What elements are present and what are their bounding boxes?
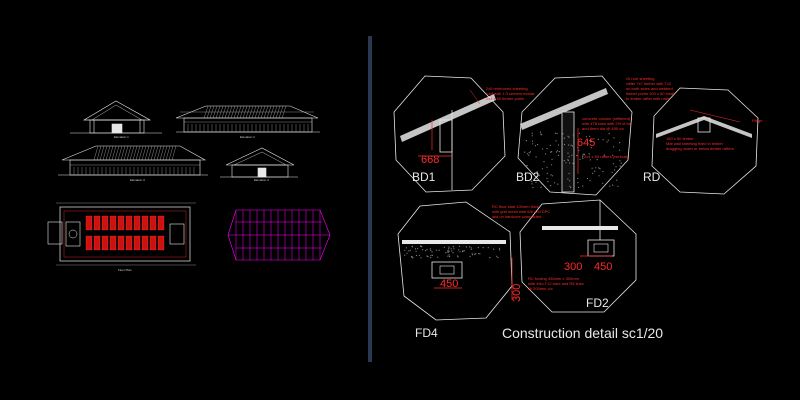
detail-fd2	[542, 200, 618, 257]
construction-detail-title: Construction detail sc1/20	[502, 325, 663, 341]
detail-rd	[656, 109, 752, 138]
detail-bd1	[400, 89, 496, 190]
detail-bd2	[520, 88, 622, 193]
seat-block	[109, 235, 117, 251]
floor-plan-caption: Floor Plan	[118, 268, 132, 272]
fd2-note-1: RC floor slab 100mm thick	[492, 204, 539, 209]
bd1-note-2: roof with 1:3 cement mortar	[486, 91, 535, 96]
roof-framing-plan	[227, 209, 331, 261]
rd-note-ridge: Ridge	[752, 118, 763, 123]
rd-note-9: dragging under or below timber rafters	[666, 146, 734, 151]
elevation-4-caption: Elevation 4	[254, 178, 269, 182]
elevation-3	[58, 145, 208, 176]
fd2-note-4: RC footing 450mm x 300mm	[528, 276, 580, 281]
seat-block	[149, 215, 157, 231]
bd1-dim-668: 668	[421, 154, 439, 166]
bd2-note-4: 2x4 x 50 rafters (vertical)	[584, 154, 629, 159]
detail-bd2-frame	[517, 75, 633, 196]
seat-block	[125, 215, 133, 231]
elevation-2-caption: Elevation 2	[240, 135, 255, 139]
elevation-2-hatch	[187, 105, 309, 132]
bd2-dim-645: 645	[577, 137, 595, 149]
fd2-label: FD2	[586, 296, 609, 310]
seat-block	[125, 235, 133, 251]
seat-block	[93, 215, 101, 231]
seat-block	[101, 235, 109, 251]
bd2-note-3: and 8mm dia @ 450 c/c	[582, 126, 624, 131]
rd-note-3: on both sides and webbed	[626, 86, 673, 91]
fd2-note-2: with grid mesh wire 6/6 and DPC	[492, 209, 550, 214]
seat-block	[101, 215, 109, 231]
elevation-3-caption: Elevation 3	[130, 178, 145, 182]
elevation-1	[70, 100, 162, 134]
fd2-note-6: @ 200mm c/c	[528, 286, 553, 291]
elevation-1-caption: Elevation 1	[114, 135, 129, 139]
seat-block	[85, 215, 93, 231]
fd2-note-5: with 4No.T12 bars and R8 links	[528, 281, 584, 286]
rd-label: RD	[643, 170, 661, 184]
rd-note-1: GI roof sheeting	[626, 76, 654, 81]
bd1-note-1: 2x5 reinforced sheeting	[486, 86, 528, 91]
fd2-dim-300: 300	[564, 261, 582, 273]
seat-block	[149, 235, 157, 251]
fd4-dim-300: 300	[511, 284, 523, 302]
panel-divider	[368, 36, 372, 362]
seat-rows	[85, 215, 165, 251]
seat-block	[157, 215, 165, 231]
rd-note-5: to timber rafter with nails	[626, 96, 670, 101]
seat-block	[133, 235, 141, 251]
detail-fd4	[402, 240, 513, 300]
seat-block	[93, 235, 101, 251]
seat-block	[117, 215, 125, 231]
bd2-note-2: with 4T8 bars with 2% vt bar	[582, 121, 633, 126]
detail-rd-frame	[651, 87, 759, 195]
fd2-note-3: laid on hardcore compacted	[492, 214, 541, 219]
floor-plan	[47, 202, 196, 266]
bd2-label: BD2	[516, 170, 540, 184]
fd2-dim-450: 450	[594, 261, 612, 273]
seat-block	[117, 235, 125, 251]
seat-block	[157, 235, 165, 251]
detail-bd1-frame	[393, 75, 506, 193]
rd-note-2: rafter 7x7 timber with T12	[626, 81, 672, 86]
rd-note-8: Mat wall sheeting fixed in timber	[666, 141, 724, 146]
elevation-4	[220, 147, 298, 178]
rd-note-7: 150 x 50 timber	[666, 136, 694, 141]
detail-fd4-frame	[397, 201, 513, 321]
rd-note-4: timber purlin 100 x 50 binds	[626, 91, 675, 96]
seat-block	[109, 215, 117, 231]
seat-block	[85, 235, 93, 251]
bd2-note-1: concrete column (stiffened)	[582, 116, 631, 121]
bd1-note-3: 2x4 x 50 timber purlin	[486, 96, 524, 101]
fd4-label: FD4	[415, 326, 438, 340]
elevation-3-hatch	[73, 145, 195, 175]
seat-block	[133, 215, 141, 231]
seat-block	[141, 215, 149, 231]
detail-fd2-frame	[519, 199, 637, 313]
fd4-dim-450: 450	[440, 278, 458, 290]
bd1-label: BD1	[412, 170, 436, 184]
seat-block	[141, 235, 149, 251]
